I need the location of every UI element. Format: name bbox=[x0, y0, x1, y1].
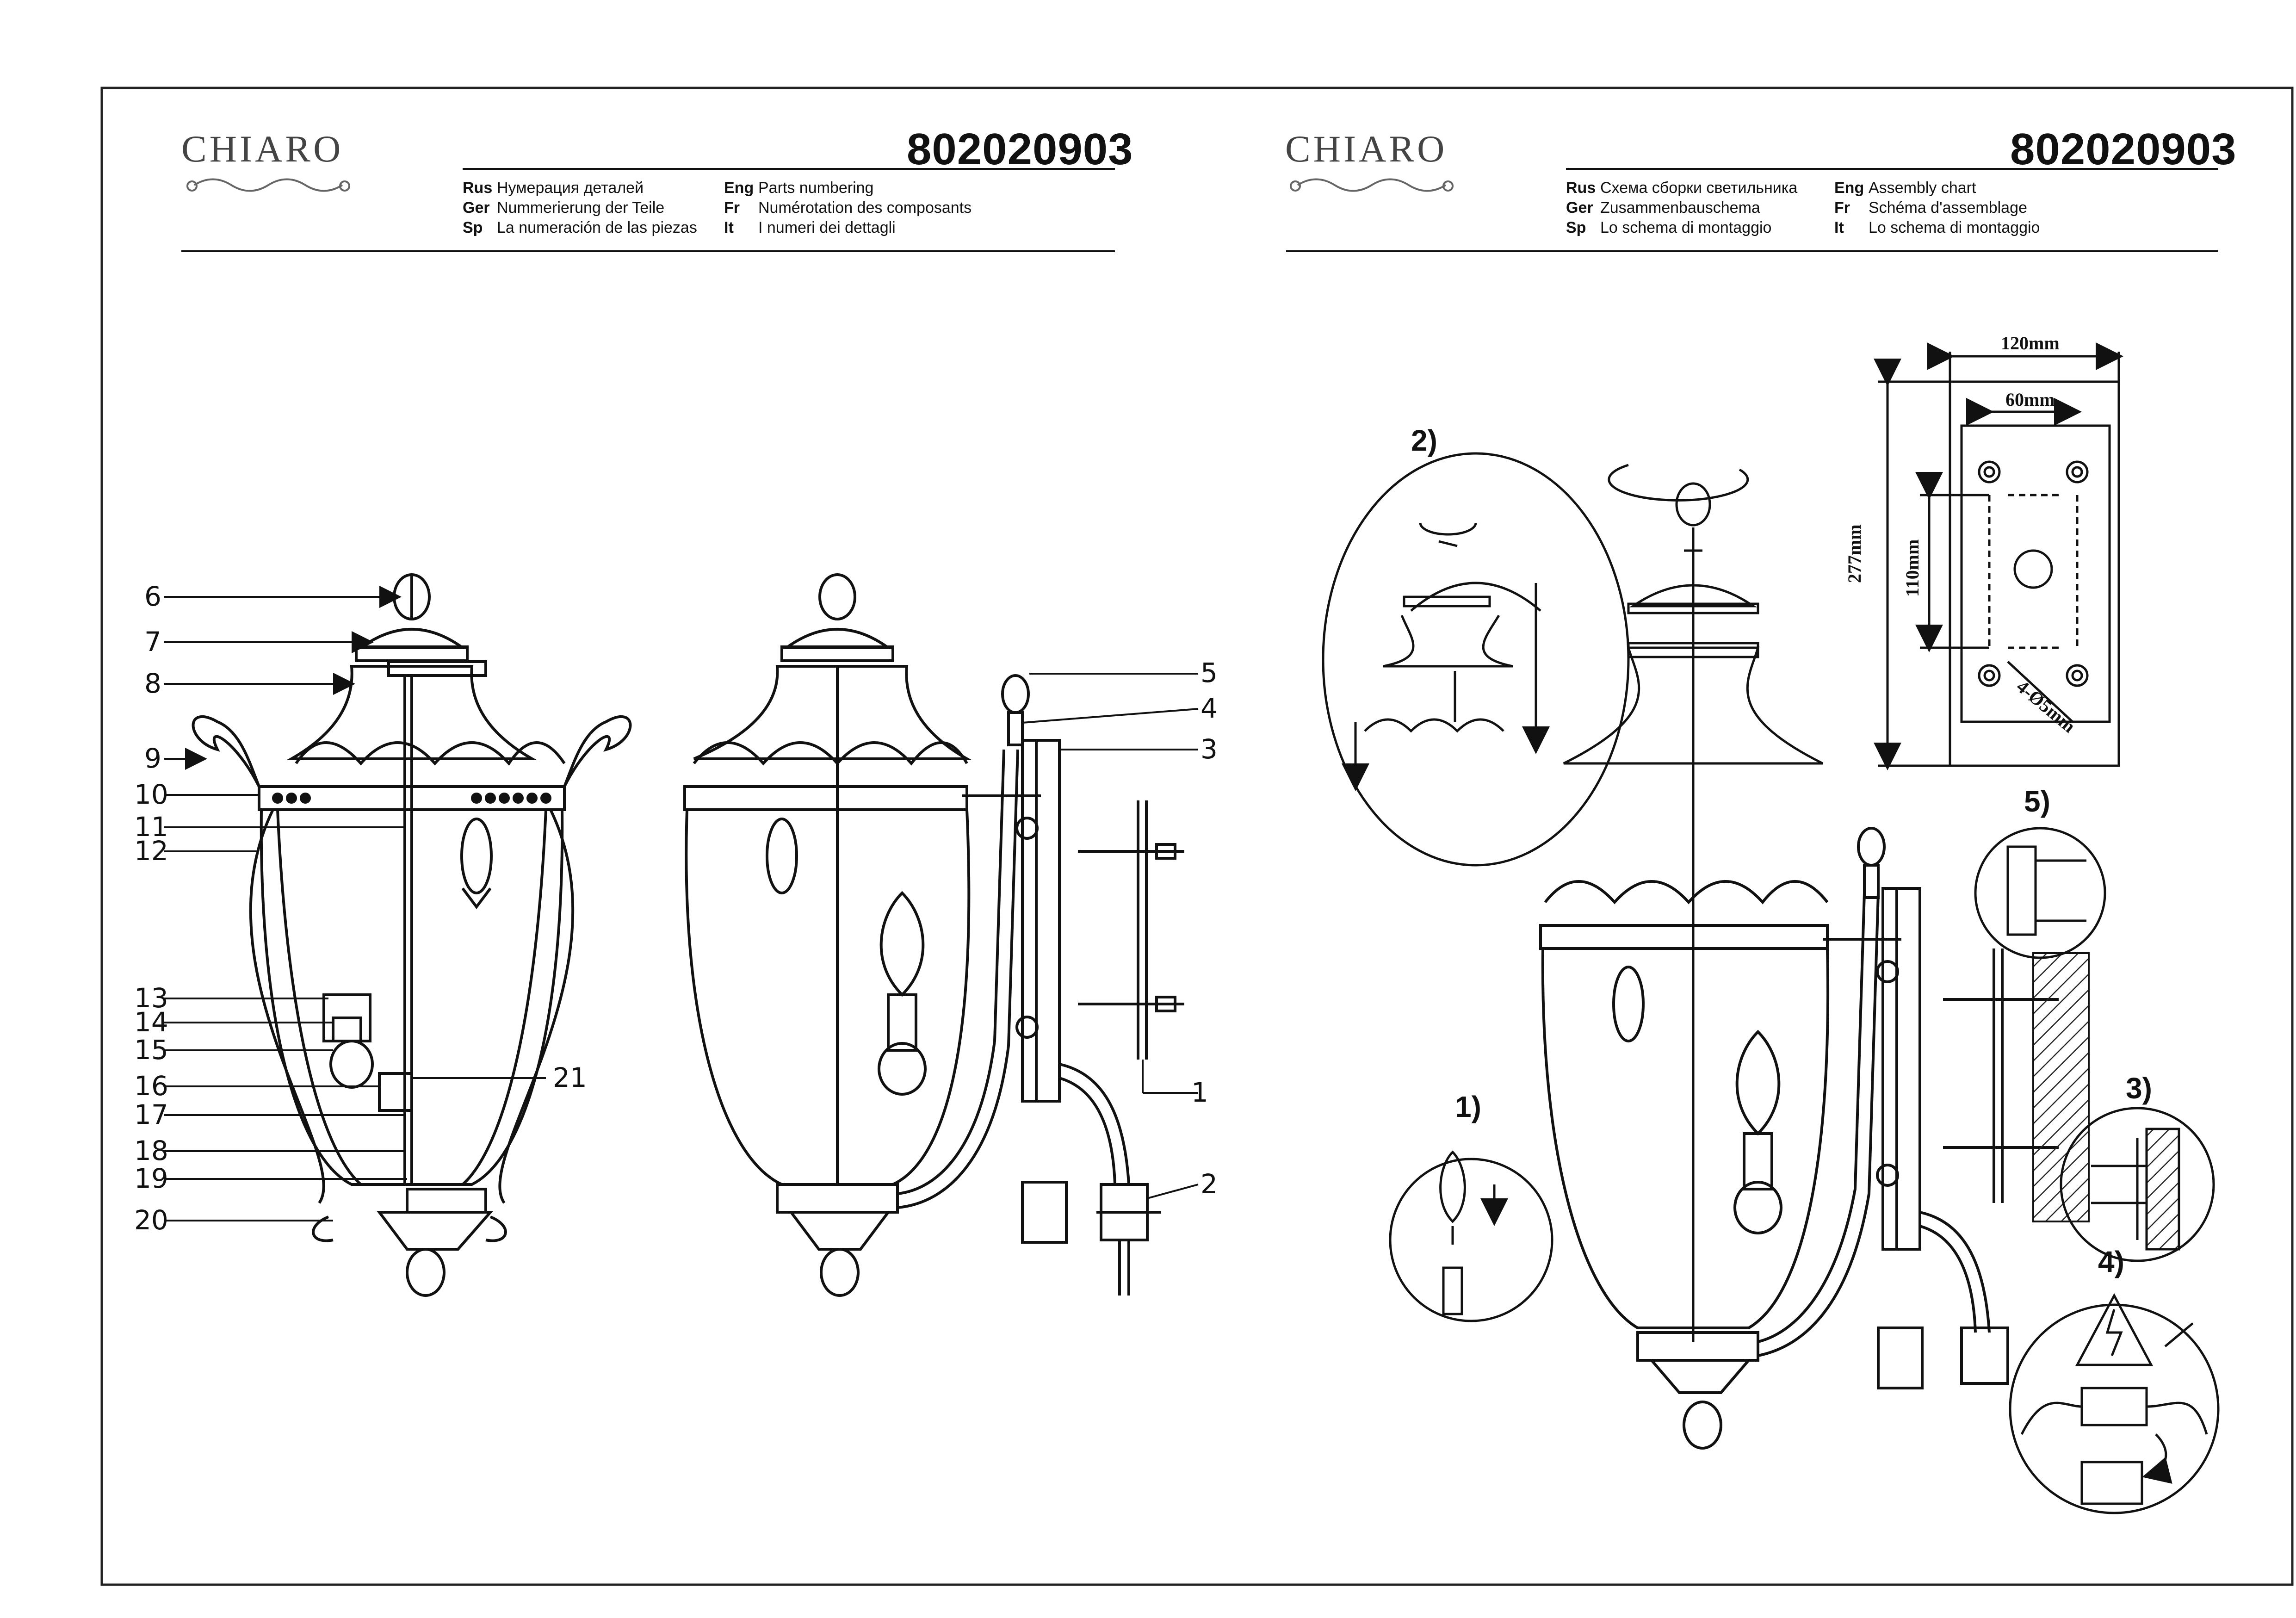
step3-detail bbox=[2060, 1107, 2215, 1262]
part-number-6: 6 bbox=[144, 581, 161, 612]
dimension-height: 277mm bbox=[1844, 524, 1865, 583]
part-number-5: 5 bbox=[1201, 657, 1218, 688]
part-number-16: 16 bbox=[134, 1070, 168, 1102]
part-number-1: 1 bbox=[1191, 1077, 1208, 1108]
band-beads bbox=[272, 793, 551, 804]
step5-detail bbox=[1974, 827, 2106, 959]
part-number-11: 11 bbox=[134, 811, 168, 843]
part-number-13: 13 bbox=[134, 982, 168, 1014]
dimension-width: 120mm bbox=[2001, 333, 2060, 353]
part-number-9: 9 bbox=[144, 743, 161, 774]
page-frame bbox=[100, 87, 2294, 1586]
part-number-10: 10 bbox=[134, 779, 168, 810]
step-label-4: 4) bbox=[2098, 1245, 2124, 1278]
part-number-8: 8 bbox=[144, 668, 161, 699]
lantern-front-view bbox=[192, 573, 632, 1297]
dimension-vertical-spacing: 110mm bbox=[1902, 539, 1923, 597]
leader-lines bbox=[164, 586, 1199, 1221]
dimension-hole-spacing: 60mm bbox=[2005, 389, 2055, 410]
lantern-side-view bbox=[683, 573, 1184, 1297]
backplate-drawing bbox=[1874, 342, 2123, 770]
part-number-14: 14 bbox=[134, 1006, 168, 1038]
brand-logo-right: CHIARO bbox=[1285, 128, 1448, 170]
part-number-18: 18 bbox=[134, 1135, 168, 1166]
part-number-2: 2 bbox=[1201, 1168, 1218, 1200]
model-code-right: 802020903 bbox=[2010, 124, 2237, 174]
logo-flourish-left bbox=[186, 178, 350, 192]
part-number-21: 21 bbox=[553, 1062, 587, 1093]
logo-flourish-right bbox=[1290, 178, 1454, 192]
cap-exploded bbox=[1522, 464, 1824, 1342]
part-number-12: 12 bbox=[134, 835, 168, 867]
step1-detail bbox=[1389, 1150, 1553, 1322]
step-label-1: 1) bbox=[1455, 1090, 1481, 1123]
part-number-17: 17 bbox=[134, 1099, 168, 1130]
part-number-3: 3 bbox=[1201, 733, 1218, 765]
brand-logo-left: CHIARO bbox=[181, 128, 344, 170]
step-label-3: 3) bbox=[2126, 1072, 2152, 1105]
part-number-7: 7 bbox=[144, 626, 161, 657]
step-label-5: 5) bbox=[2024, 785, 2050, 818]
model-code-left: 802020903 bbox=[907, 124, 1133, 174]
step2-detail bbox=[1322, 452, 1630, 867]
part-number-20: 20 bbox=[134, 1204, 168, 1236]
step-label-2: 2) bbox=[1411, 424, 1437, 457]
part-number-4: 4 bbox=[1201, 693, 1218, 724]
part-number-15: 15 bbox=[134, 1034, 168, 1066]
step4-detail bbox=[2009, 1293, 2220, 1514]
part-number-19: 19 bbox=[134, 1163, 168, 1194]
